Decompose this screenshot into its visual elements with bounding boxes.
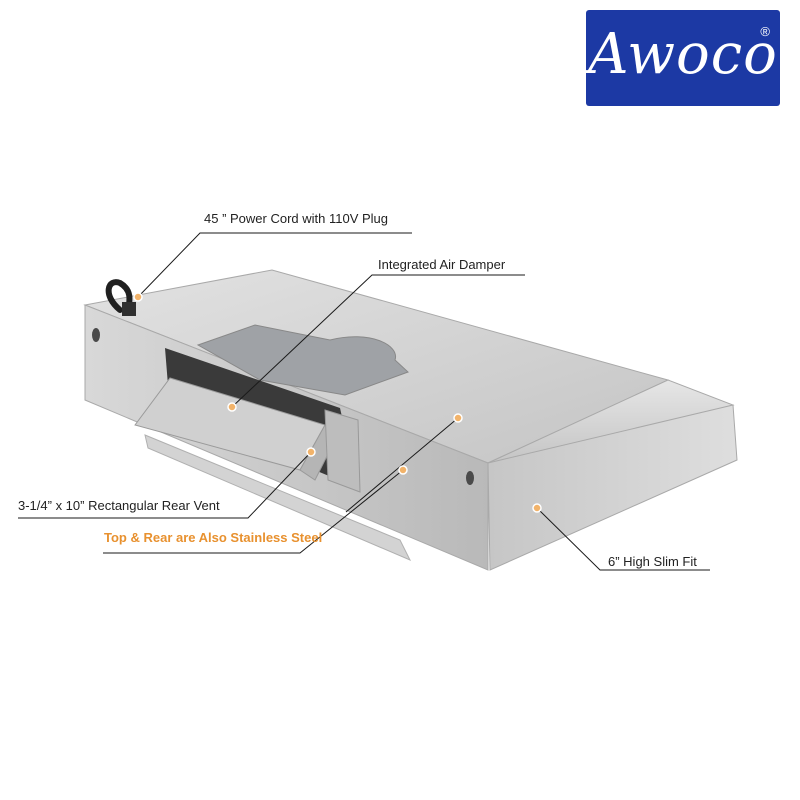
cord-strain-relief bbox=[122, 302, 136, 316]
callout-power-cord: 45 ” Power Cord with 110V Plug bbox=[204, 211, 389, 226]
callout-material: Top & Rear are Also Stainless Steel bbox=[104, 530, 323, 545]
callout-leader-lines bbox=[18, 232, 710, 571]
keyhole-slot-right bbox=[466, 471, 474, 485]
callout-rear-vent: 3-1/4” x 10” Rectangular Rear Vent bbox=[18, 498, 220, 513]
hood-front-face bbox=[487, 404, 738, 571]
registered-mark: ® bbox=[760, 24, 770, 39]
brand-name: Awoco bbox=[588, 22, 778, 87]
keyhole-slot-left bbox=[92, 328, 100, 342]
rear-vent-frame bbox=[324, 409, 361, 493]
hood-bottom-lip bbox=[144, 434, 412, 561]
callout-air-damper: Integrated Air Damper bbox=[378, 257, 506, 272]
callout-markers bbox=[133, 292, 542, 513]
damper-plate bbox=[196, 324, 409, 396]
callout-slim-fit: 6” High Slim Fit bbox=[608, 554, 697, 569]
brand-logo: Awoco ® bbox=[586, 10, 780, 106]
